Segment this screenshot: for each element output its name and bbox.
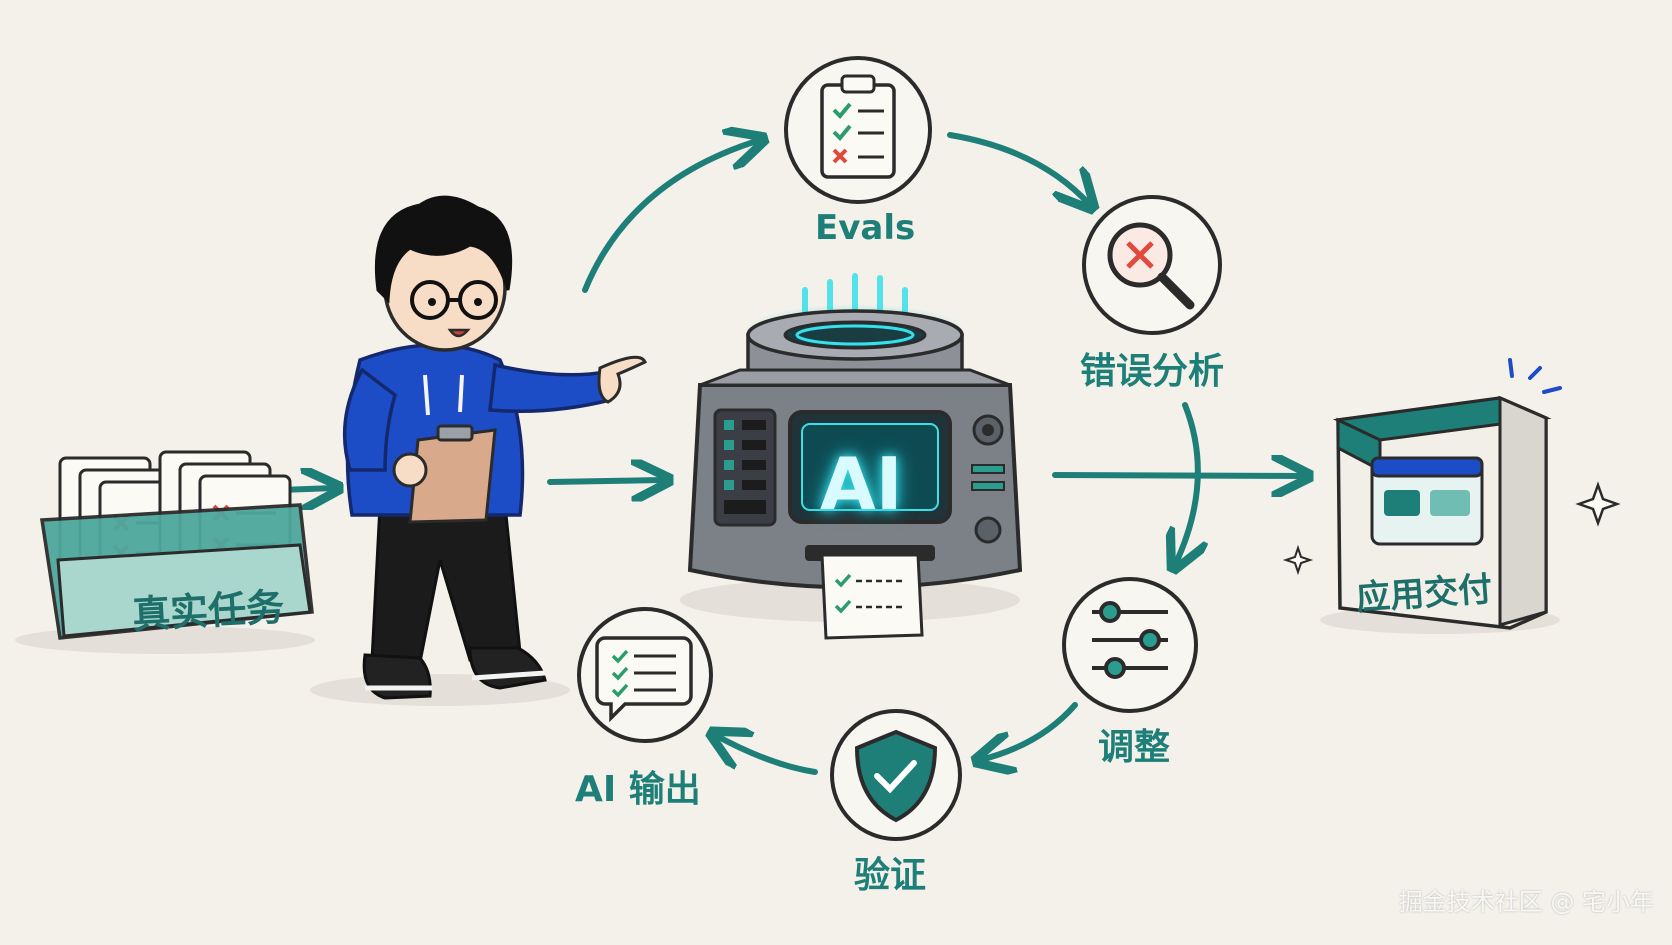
real-tasks-label: 真实任务 (131, 585, 286, 637)
ai-output-node (577, 607, 713, 743)
shield-check-icon (854, 729, 938, 823)
error-analysis-label: 错误分析 (1080, 351, 1225, 392)
evals-label: Evals (815, 208, 916, 248)
verify-label: 验证 (854, 855, 927, 896)
app-window-icon (1370, 456, 1484, 546)
adjust-label: 调整 (1098, 727, 1171, 768)
arrow-verify-to-output (715, 735, 818, 775)
arrow-evals-to-error (947, 132, 1090, 205)
arrow-person-to-evals (582, 140, 760, 293)
app-delivery-label: 应用交付 (1355, 569, 1494, 619)
watermark: 掘金技术社区 @ 宅小年 (1398, 888, 1654, 916)
chat-checklist-icon (595, 636, 693, 723)
sliders-icon (1092, 601, 1168, 679)
clipboard-held (408, 424, 497, 524)
verify-node (830, 709, 962, 841)
sparkle-icon (1508, 358, 1562, 394)
clipboard-checklist-icon (820, 74, 896, 179)
evals-node (784, 56, 932, 204)
real-tasks-box (15, 450, 315, 654)
arrow-error-to-adjust (1175, 402, 1198, 565)
developer-character (310, 195, 647, 706)
arrow-machine-to-delivery (1052, 475, 1305, 476)
error-analysis-node (1082, 195, 1222, 335)
adjust-node (1062, 577, 1198, 713)
ai-screen-text: AI (820, 442, 903, 526)
star-icon-small (1282, 544, 1314, 576)
star-icon (1575, 481, 1621, 527)
ai-machine (680, 273, 1023, 640)
arrow-person-to-machine (547, 480, 665, 482)
arrow-adjust-to-verify (980, 702, 1078, 760)
app-delivery-box (1282, 358, 1621, 634)
ai-output-label: AI 输出 (575, 769, 701, 810)
magnifier-x-icon (1107, 222, 1195, 310)
